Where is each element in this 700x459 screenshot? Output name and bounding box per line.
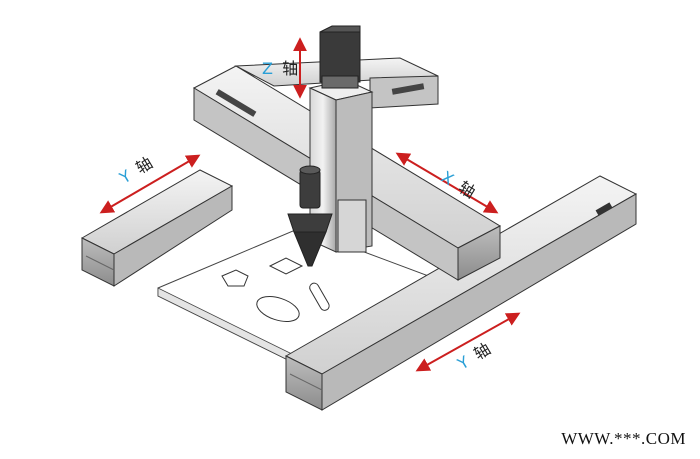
y-axis-label-right: Y 轴: [453, 339, 494, 374]
z-motor: [319, 25, 361, 89]
x-arrow: [395, 152, 499, 214]
z-axis-label: Z 轴: [262, 59, 298, 78]
y-arrow-left: [99, 154, 201, 214]
tool-head: [287, 165, 333, 267]
pentagon-cutout: [221, 269, 249, 287]
y-axis-label-left: Y 轴: [115, 153, 156, 188]
y-arrow-right: [415, 312, 521, 372]
square-cutout: [268, 257, 304, 275]
watermark: WWW.***.COM: [561, 429, 686, 448]
ellipse-cutout: [256, 296, 300, 322]
slot-cutout: [309, 282, 330, 311]
